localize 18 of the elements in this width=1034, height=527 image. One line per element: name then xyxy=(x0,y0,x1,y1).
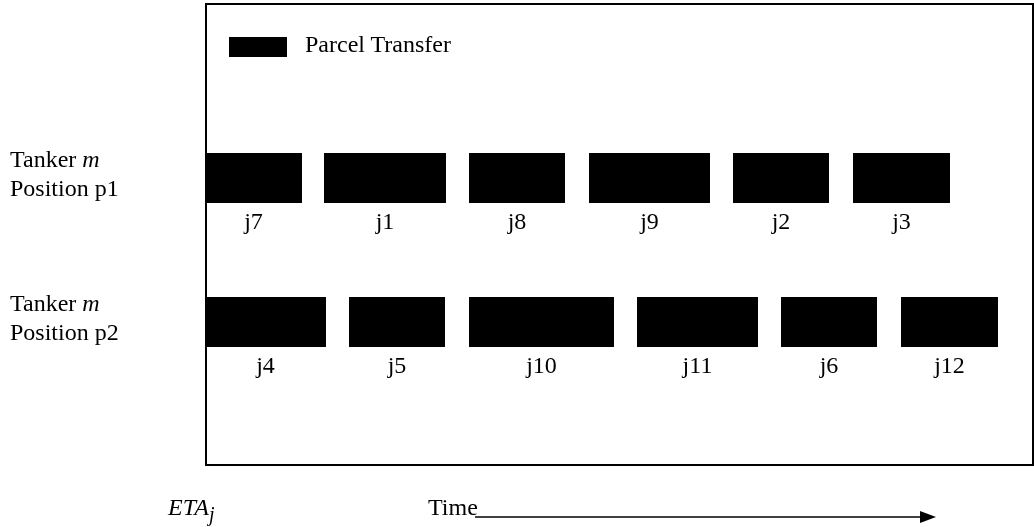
row-label: Tanker m Position p1 xyxy=(10,145,120,203)
job-label: j10 xyxy=(524,351,558,379)
job-label: j1 xyxy=(374,207,396,235)
job-label: j8 xyxy=(506,207,528,235)
axis-label: ETA$_{j}$ xyxy=(168,493,215,527)
job-label: j5 xyxy=(386,351,408,379)
job-label: j2 xyxy=(770,207,792,235)
chart-frame xyxy=(205,3,1034,466)
axis-label: Time xyxy=(428,493,478,522)
job-label: j12 xyxy=(932,351,966,379)
row-label: Tanker m Position p2 xyxy=(10,289,120,347)
job-label: j7 xyxy=(242,207,264,235)
job-label: j11 xyxy=(680,351,714,379)
legend-label: Parcel Transfer xyxy=(305,31,451,58)
job-label: j4 xyxy=(254,351,276,379)
job-label: j6 xyxy=(818,351,840,379)
job-label: j3 xyxy=(890,207,912,235)
job-label: j9 xyxy=(638,207,660,235)
